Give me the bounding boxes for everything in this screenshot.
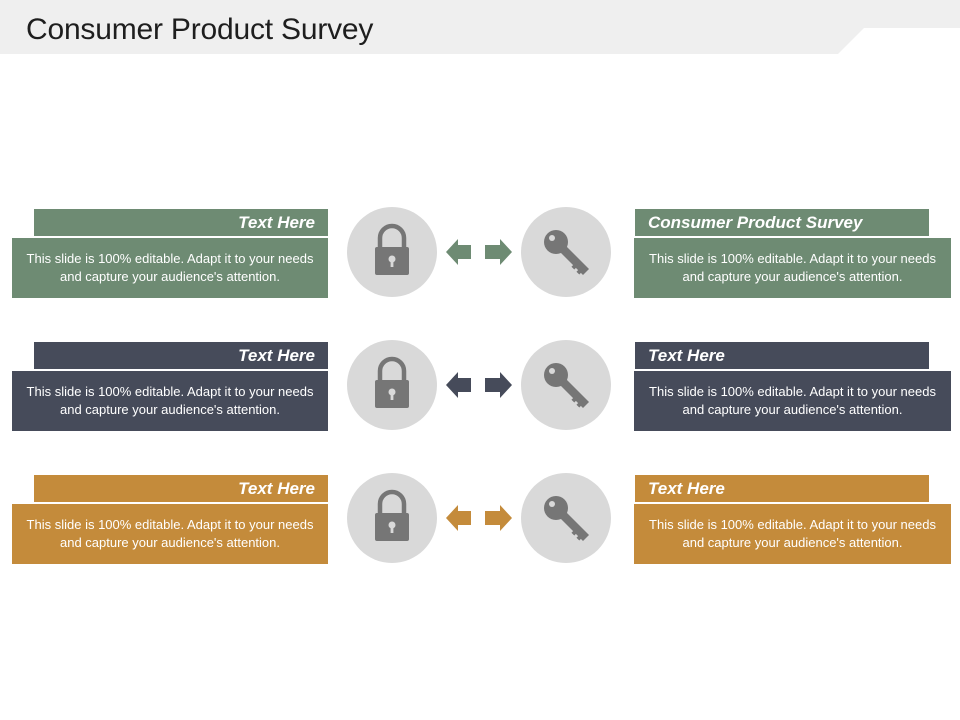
- left-label-text: Text Here: [238, 346, 315, 365]
- bidirectional-arrows: [446, 503, 512, 533]
- bidirectional-arrows: [446, 237, 512, 267]
- lock-circle: [347, 340, 437, 430]
- page-title: Consumer Product Survey: [26, 13, 374, 46]
- left-description-box: This slide is 100% editable. Adapt it to…: [12, 238, 328, 298]
- left-arrow-icon: [446, 505, 471, 531]
- right-description-box: This slide is 100% editable. Adapt it to…: [634, 238, 951, 298]
- right-description-text: This slide is 100% editable. Adapt it to…: [649, 384, 936, 417]
- right-description-text: This slide is 100% editable. Adapt it to…: [649, 251, 936, 284]
- right-description-text: This slide is 100% editable. Adapt it to…: [649, 517, 936, 550]
- lock-icon: [375, 489, 409, 541]
- left-label-bar: Text Here: [34, 209, 328, 236]
- key-circle: [521, 207, 611, 297]
- bidirectional-arrows: [446, 370, 512, 400]
- row-3: Text Here This slide is 100% editable. A…: [0, 473, 960, 583]
- left-label-bar: Text Here: [34, 342, 328, 369]
- row-2: Text Here This slide is 100% editable. A…: [0, 340, 960, 450]
- right-label-bar: Consumer Product Survey: [635, 209, 929, 236]
- key-icon: [544, 363, 589, 408]
- key-icon: [544, 230, 589, 275]
- right-description-box: This slide is 100% editable. Adapt it to…: [634, 371, 951, 431]
- right-arrow-icon: [485, 372, 512, 398]
- right-description-box: This slide is 100% editable. Adapt it to…: [634, 504, 951, 564]
- left-arrow-icon: [446, 372, 471, 398]
- left-description-text: This slide is 100% editable. Adapt it to…: [26, 384, 314, 417]
- lock-circle: [347, 473, 437, 563]
- right-label-text: Text Here: [648, 479, 725, 498]
- left-description-text: This slide is 100% editable. Adapt it to…: [26, 517, 314, 550]
- left-label-text: Text Here: [238, 479, 315, 498]
- right-label-text: Text Here: [648, 346, 725, 365]
- lock-icon: [375, 356, 409, 408]
- right-arrow-icon: [485, 505, 512, 531]
- key-circle: [521, 473, 611, 563]
- title-band: [0, 0, 960, 54]
- right-label-bar: Text Here: [635, 475, 929, 502]
- right-label-bar: Text Here: [635, 342, 929, 369]
- lock-circle: [347, 207, 437, 297]
- left-description-box: This slide is 100% editable. Adapt it to…: [12, 504, 328, 564]
- left-description-box: This slide is 100% editable. Adapt it to…: [12, 371, 328, 431]
- key-circle: [521, 340, 611, 430]
- title-bar: Consumer Product Survey: [0, 0, 960, 56]
- left-label-text: Text Here: [238, 213, 315, 232]
- right-arrow-icon: [485, 239, 512, 265]
- left-arrow-icon: [446, 239, 471, 265]
- key-icon: [544, 496, 589, 541]
- right-label-text: Consumer Product Survey: [648, 213, 863, 232]
- left-label-bar: Text Here: [34, 475, 328, 502]
- row-1: Text Here This slide is 100% editable. A…: [0, 207, 960, 317]
- left-description-text: This slide is 100% editable. Adapt it to…: [26, 251, 314, 284]
- lock-icon: [375, 223, 409, 275]
